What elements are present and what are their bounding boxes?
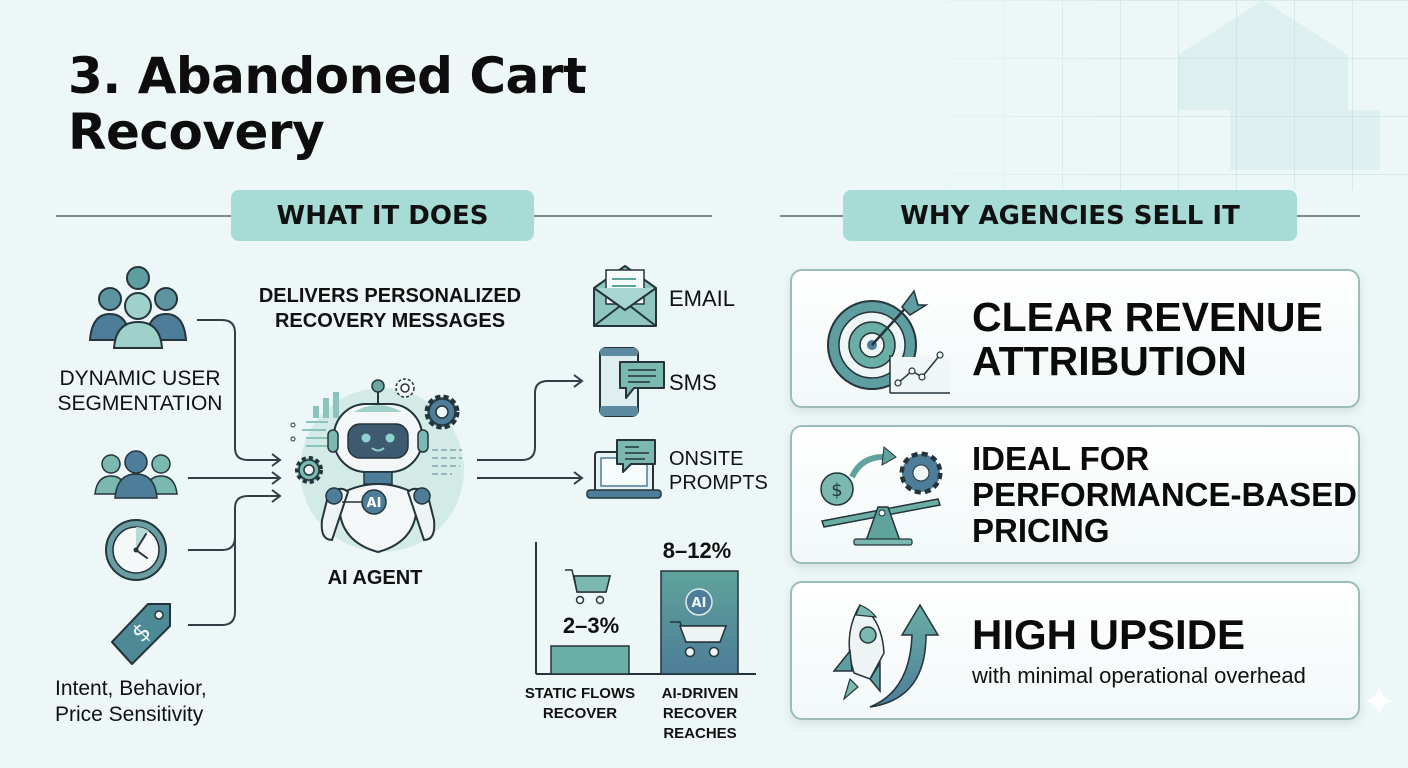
divider bbox=[56, 215, 234, 217]
label-line: Price Sensitivity bbox=[55, 703, 204, 726]
dollar-seesaw-gear-icon: $ bbox=[820, 446, 943, 546]
bar-category-static: STATIC FLOWS RECOVER bbox=[520, 684, 640, 724]
divider bbox=[1296, 215, 1360, 217]
bar-category-ai: AI-DRIVEN RECOVER REACHES bbox=[650, 684, 750, 744]
benefit-card-revenue-attribution: CLEAR REVENUE ATTRIBUTION bbox=[790, 269, 1360, 408]
agent-heading: DELIVERS PERSONALIZED RECOVERY MESSAGES bbox=[240, 284, 540, 334]
email-icon bbox=[593, 265, 657, 327]
label-line: STATIC FLOWS bbox=[524, 685, 636, 702]
input-label-segmentation: DYNAMIC USER SEGMENTATION bbox=[50, 366, 230, 416]
label-line: DYNAMIC USER bbox=[59, 367, 221, 390]
section-heading-why-agencies-sell: WHY AGENCIES SELL IT bbox=[843, 190, 1297, 241]
channel-label-onsite: ONSITE PROMPTS bbox=[669, 447, 768, 495]
card-title: IDEAL FOR PERFORMANCE-BASED PRICING bbox=[972, 441, 1357, 549]
label-line: Intent, Behavior, bbox=[55, 677, 207, 700]
recovery-rate-chart: AI bbox=[535, 542, 756, 675]
label-line: ATTRIBUTION bbox=[972, 338, 1247, 384]
background-shape bbox=[1230, 110, 1380, 170]
ai-agent-label: AI AGENT bbox=[327, 567, 423, 589]
divider bbox=[780, 215, 846, 217]
label-line: IDEAL FOR bbox=[972, 440, 1150, 477]
card-title: CLEAR REVENUE ATTRIBUTION bbox=[972, 295, 1323, 383]
label-line: SEGMENTATION bbox=[57, 392, 223, 415]
label-line: PERFORMANCE-BASED bbox=[972, 476, 1358, 513]
user-group-icon bbox=[88, 266, 188, 349]
users-icon bbox=[94, 450, 178, 499]
benefit-card-performance-pricing: $ IDEAL FOR PERFORMANCE-BASED PRICING bbox=[790, 425, 1360, 564]
label-line: DELIVERS PERSONALIZED bbox=[258, 285, 522, 307]
ai-agent-robot-icon: AI bbox=[290, 378, 464, 554]
sms-icon bbox=[599, 347, 665, 417]
card-subtitle: with minimal operational overhead bbox=[972, 663, 1306, 688]
onsite-prompt-icon bbox=[586, 439, 662, 499]
label-line: RECOVER bbox=[542, 705, 618, 722]
label-line: ONSITE bbox=[669, 448, 744, 470]
channel-label-sms: SMS bbox=[669, 370, 717, 395]
benefit-card-high-upside: HIGH UPSIDE with minimal operational ove… bbox=[790, 581, 1360, 720]
label-line: AI-DRIVEN bbox=[661, 685, 739, 702]
section-heading-label: WHY AGENCIES SELL IT bbox=[900, 200, 1240, 231]
label-line: RECOVERY MESSAGES bbox=[274, 310, 506, 332]
page-title: 3. Abandoned Cart Recovery bbox=[68, 47, 587, 161]
card-title: HIGH UPSIDE bbox=[972, 611, 1246, 658]
page-title-line: Recovery bbox=[68, 103, 325, 161]
label-line: PROMPTS bbox=[669, 472, 768, 494]
divider bbox=[532, 215, 712, 217]
channel-label-email: EMAIL bbox=[669, 286, 736, 311]
svg-text:$: $ bbox=[831, 480, 842, 501]
clock-icon bbox=[105, 519, 167, 581]
bar-static-flows bbox=[550, 645, 630, 675]
rocket-arrow-icon bbox=[832, 603, 940, 708]
target-chart-icon bbox=[827, 289, 950, 394]
label-line: CLEAR REVENUE bbox=[972, 294, 1323, 340]
bar-value-static: 2–3% bbox=[562, 613, 620, 638]
background-grid bbox=[888, 0, 1408, 190]
section-heading-what-it-does: WHAT IT DOES bbox=[231, 190, 534, 241]
bar-value-ai: 8–12% bbox=[662, 538, 732, 563]
svg-text:AI: AI bbox=[692, 596, 707, 611]
label-line: REACHES bbox=[663, 725, 737, 742]
label-line: PRICING bbox=[972, 512, 1110, 549]
input-label-intent: Intent, Behavior, Price Sensitivity bbox=[55, 676, 255, 728]
label-line: RECOVER bbox=[662, 705, 738, 722]
sparkle-icon bbox=[1364, 686, 1394, 716]
ai-badge: AI bbox=[367, 496, 382, 511]
section-heading-label: WHAT IT DOES bbox=[276, 200, 489, 231]
price-tag-icon: $ bbox=[111, 603, 171, 665]
page-title-line: 3. Abandoned Cart bbox=[68, 47, 587, 105]
